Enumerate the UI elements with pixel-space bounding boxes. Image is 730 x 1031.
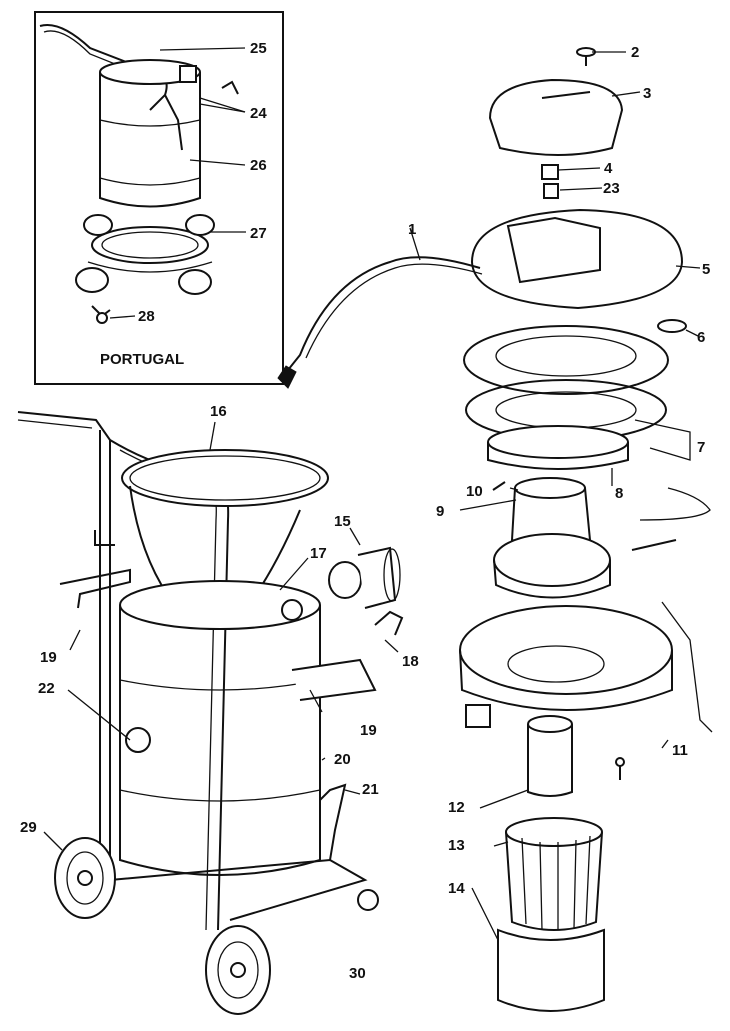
cart-and-drum-assembly [17, 411, 404, 1015]
callout-24: 24 [250, 105, 267, 122]
clamp-knob [125, 727, 151, 753]
latch-clip [374, 610, 404, 636]
inset-frame [34, 11, 284, 385]
inset-caster [75, 267, 109, 293]
callout-2: 2 [631, 44, 639, 61]
callout-26: 26 [250, 157, 267, 174]
top-cover [488, 78, 624, 156]
cart-rear-support [319, 783, 347, 861]
cart-frame-right [109, 439, 230, 931]
callout-22: 22 [38, 680, 55, 697]
callout-9: 9 [436, 503, 444, 520]
callout-20: 20 [334, 751, 351, 768]
callout-19-left: 19 [40, 649, 57, 666]
callout-7: 7 [697, 439, 705, 456]
inset-dolly-ring [91, 226, 209, 264]
callout-14: 14 [448, 880, 465, 897]
callout-21: 21 [362, 781, 379, 798]
motor-housing [470, 208, 684, 310]
inlet-ring [328, 561, 362, 599]
seal-ring [463, 325, 669, 395]
callout-13: 13 [448, 837, 465, 854]
callout-15: 15 [334, 513, 351, 530]
callout-27: 27 [250, 225, 267, 242]
ground-wire [639, 487, 711, 521]
callout-4: 4 [604, 160, 613, 177]
callout-8: 8 [615, 485, 623, 502]
part-callouts: 25 24 26 27 28 2 3 4 23 1 5 6 7 8 10 9 1… [20, 40, 710, 982]
power-cord [279, 256, 481, 381]
motor-top [514, 477, 586, 499]
callout-1: 1 [408, 221, 416, 238]
callout-23: 23 [603, 180, 620, 197]
bracket-left [59, 568, 131, 609]
callout-11: 11 [672, 742, 688, 759]
callout-12: 12 [448, 799, 465, 816]
drum-body [119, 605, 321, 876]
switch [541, 164, 559, 180]
carbon-brush [492, 481, 506, 491]
drum-side-handle [291, 658, 377, 701]
filter-cage [505, 831, 603, 931]
callout-3: 3 [643, 85, 651, 102]
intake-tube-top [527, 715, 573, 733]
callout-18: 18 [402, 653, 419, 670]
callout-6: 6 [697, 329, 705, 346]
cart-base [109, 858, 368, 921]
callout-25: 25 [250, 40, 267, 57]
filter-cage-top [505, 817, 603, 847]
cart-handle [17, 411, 111, 441]
inset-title: PORTUGAL [100, 351, 184, 368]
callout-30: 30 [349, 965, 366, 982]
switch-cap [543, 183, 559, 199]
portugal-inset: PORTUGAL [34, 11, 284, 385]
inset-drum [99, 72, 201, 208]
callout-17: 17 [310, 545, 327, 562]
callout-19-right: 19 [360, 722, 377, 739]
base-housing [459, 605, 673, 695]
screw [615, 757, 625, 767]
cord-plug [277, 365, 297, 389]
gasket-ring [487, 425, 629, 459]
caster-wheel [357, 889, 379, 911]
intake-tube [527, 724, 573, 797]
inset-clip [221, 80, 239, 95]
motor-fan [493, 533, 611, 587]
callout-16: 16 [210, 403, 227, 420]
callout-29: 29 [20, 819, 37, 836]
motor-head-assembly [277, 47, 713, 1012]
inlet-plug [281, 599, 303, 621]
callout-28: 28 [138, 308, 155, 325]
callout-10: 10 [466, 483, 483, 500]
filter-bag-rim [121, 449, 329, 507]
callout-5: 5 [702, 261, 710, 278]
latch-block [465, 704, 491, 728]
gasket-tab [657, 319, 687, 333]
cartridge-filter [497, 928, 605, 1012]
